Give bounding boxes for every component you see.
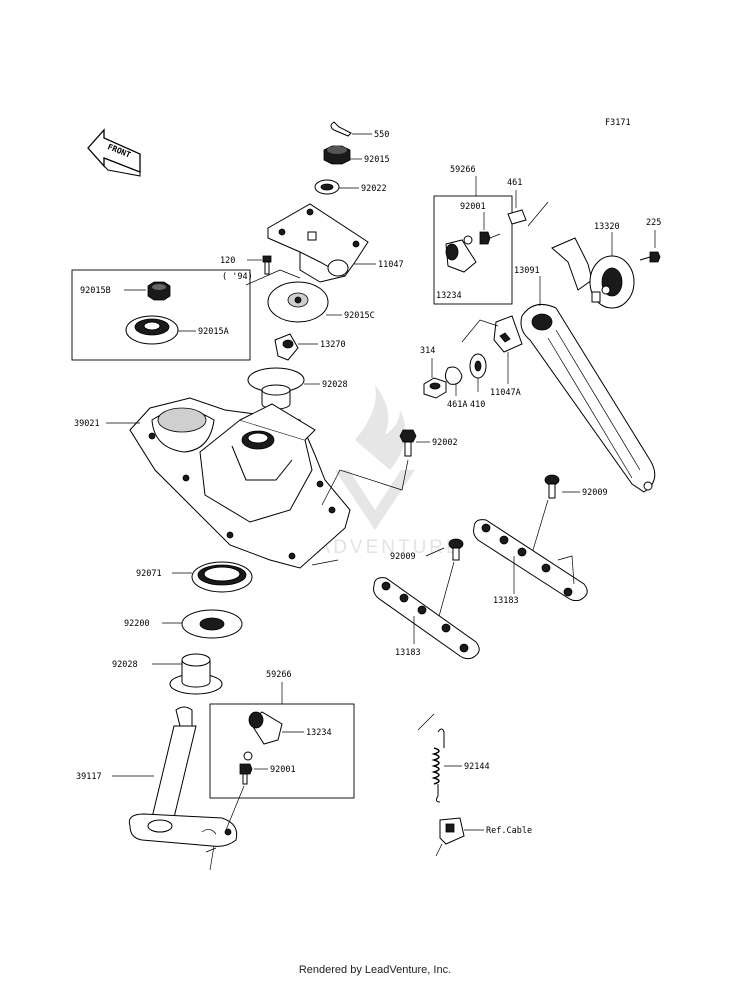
part-410-washer: 410 bbox=[469, 353, 487, 410]
label-92001-upper: 92001 bbox=[460, 202, 486, 212]
part-ref-cable-clip: Ref.Cable bbox=[435, 817, 532, 857]
part-13234-pin-upper: 13234 bbox=[436, 235, 477, 301]
part-39117-shaft: 39117 bbox=[76, 706, 238, 871]
label-120: 120 bbox=[220, 256, 235, 266]
part-461-washer: 461 bbox=[507, 178, 549, 227]
footer-credit: Rendered by LeadVenture, Inc. bbox=[298, 964, 452, 976]
part-13234-pin-lower: 13234 bbox=[248, 711, 332, 745]
label-11047: 11047 bbox=[378, 260, 404, 270]
part-13320-motor: 13320 bbox=[551, 222, 635, 309]
part-92001-screw-upper: 92001 bbox=[460, 202, 501, 245]
part-39021-housing: 39021 bbox=[74, 397, 351, 569]
part-11047A-plate: 11047A bbox=[461, 315, 523, 398]
part-13183-link-right: 13183 bbox=[473, 519, 588, 606]
front-arrow-icon: FRONT bbox=[87, 128, 141, 177]
part-92015C-mount: 92015C bbox=[267, 281, 375, 323]
watermark-text: LEADVENTURE bbox=[288, 537, 461, 558]
part-92022-washer: 92022 bbox=[314, 179, 387, 195]
label-39021: 39021 bbox=[74, 419, 100, 429]
label-550: 550 bbox=[374, 130, 389, 140]
part-92028-bushing-upper: 92028 bbox=[247, 367, 348, 410]
label-11047A: 11047A bbox=[490, 388, 521, 398]
label-314: 314 bbox=[420, 346, 435, 356]
part-92015A-bushing: 92015A bbox=[125, 315, 229, 345]
part-92002-bolt: 92002 bbox=[311, 429, 458, 566]
part-13183-link-left: 13183 bbox=[373, 577, 480, 660]
label-92015A: 92015A bbox=[198, 327, 229, 337]
label-ref-cable: Ref.Cable bbox=[486, 826, 532, 836]
part-92015B-nut: 92015B bbox=[80, 281, 171, 301]
label-59266-upper: 59266 bbox=[450, 165, 476, 175]
label-92015C: 92015C bbox=[344, 311, 375, 321]
part-13270-collar: 13270 bbox=[274, 333, 346, 361]
label-13183-left: 13183 bbox=[395, 648, 421, 658]
part-314-nut: 314 bbox=[420, 346, 447, 399]
label-410: 410 bbox=[470, 400, 485, 410]
label-13270: 13270 bbox=[320, 340, 346, 350]
part-92200-washer: 92200 bbox=[124, 609, 243, 639]
label-92144: 92144 bbox=[464, 762, 490, 772]
part-92001-screw-lower: 92001 bbox=[225, 751, 296, 831]
label-92001-lower: 92001 bbox=[270, 765, 296, 775]
part-13091-lever-arm: 13091 bbox=[514, 266, 656, 493]
label-13234-lower: 13234 bbox=[306, 728, 332, 738]
part-92071-seal: 92071 bbox=[136, 561, 253, 593]
label-92002: 92002 bbox=[432, 438, 458, 448]
box-94-parts bbox=[71, 269, 251, 361]
part-120-bolt: 120 ( '94) bbox=[220, 255, 301, 286]
figure-code: F3171 bbox=[605, 118, 631, 128]
watermark-logo: LEADVENTURE bbox=[288, 385, 461, 558]
label-461: 461 bbox=[507, 178, 522, 188]
label-92009-left: 92009 bbox=[390, 552, 416, 562]
label-92015B: 92015B bbox=[80, 286, 111, 296]
label-92009-right: 92009 bbox=[582, 488, 608, 498]
label-59266-lower: 59266 bbox=[266, 670, 292, 680]
part-92144-spring: 92144 bbox=[417, 713, 490, 803]
label-92015: 92015 bbox=[364, 155, 390, 165]
label-13183-right: 13183 bbox=[493, 596, 519, 606]
label-13091: 13091 bbox=[514, 266, 540, 276]
label-92028-upper: 92028 bbox=[322, 380, 348, 390]
box-59266-lower: 59266 bbox=[209, 670, 355, 799]
part-461A-spring-washer: 461A bbox=[444, 366, 467, 410]
part-92009-screw-left: 92009 bbox=[390, 538, 464, 621]
label-461A: 461A bbox=[447, 400, 467, 410]
label-39117: 39117 bbox=[76, 772, 102, 782]
part-92015-castle-nut: 92015 bbox=[323, 145, 390, 165]
box-59266-upper: 59266 bbox=[433, 165, 513, 305]
label-92022: 92022 bbox=[361, 184, 387, 194]
label-225: 225 bbox=[646, 218, 661, 228]
label-13234-upper: 13234 bbox=[436, 291, 462, 301]
part-92028-bushing-lower: 92028 bbox=[112, 653, 223, 695]
label-92028-lower: 92028 bbox=[112, 660, 138, 670]
label-13320: 13320 bbox=[594, 222, 620, 232]
part-92009-screw-right: 92009 bbox=[529, 474, 608, 561]
label-94-note: ( '94) bbox=[222, 272, 253, 282]
part-11047-bracket: 11047 bbox=[267, 203, 404, 283]
label-92071: 92071 bbox=[136, 569, 162, 579]
label-92200: 92200 bbox=[124, 619, 150, 629]
part-550-cotter-pin: 550 bbox=[330, 121, 389, 140]
part-225-bolt: 225 bbox=[639, 218, 661, 263]
